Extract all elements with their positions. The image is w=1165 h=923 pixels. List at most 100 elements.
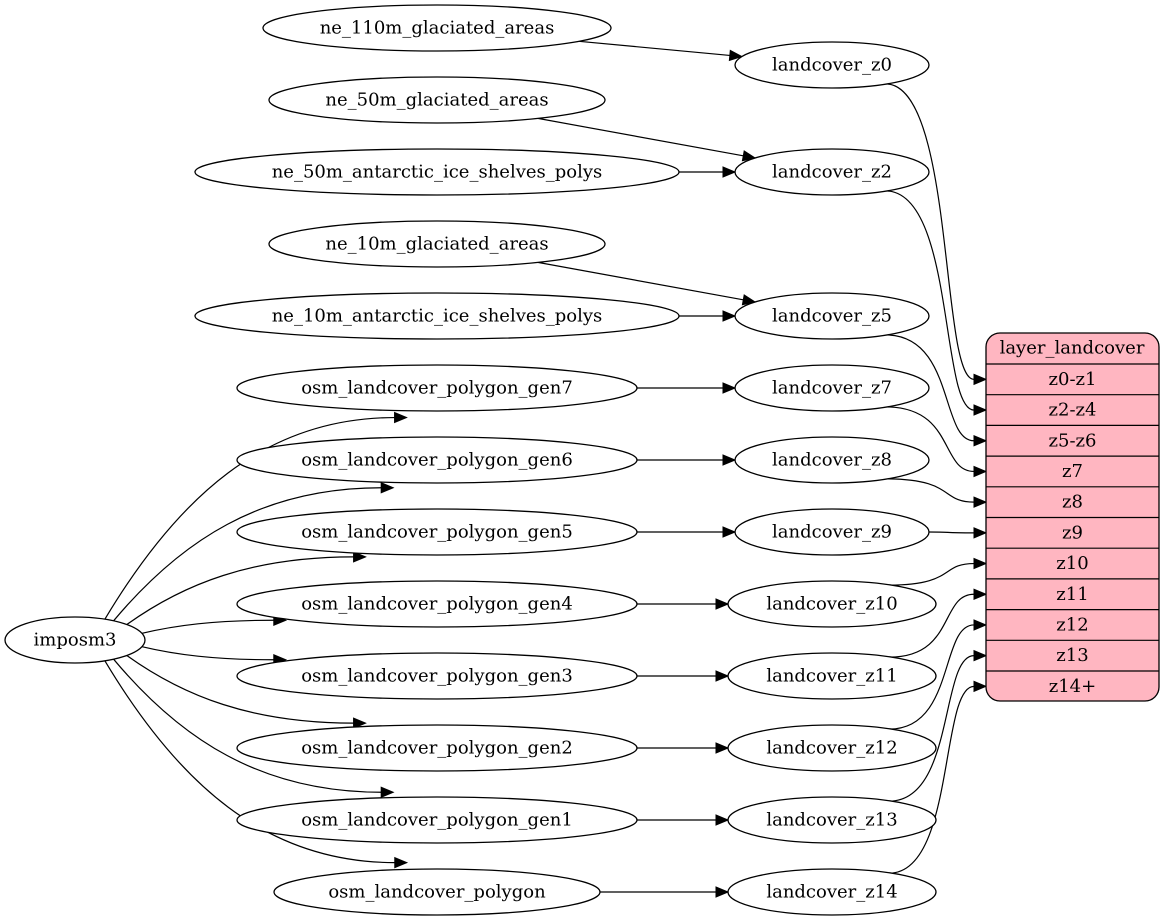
- node-landcover-z14: landcover_z14: [727, 868, 937, 916]
- node-ellipse: [727, 796, 937, 844]
- edge-ne-110m-glaciated-areas-to-landcover-z0: [578, 40, 744, 62]
- node-label: landcover_z13: [766, 810, 897, 831]
- node-osm-landcover-polygon-gen4: osm_landcover_polygon_gen4: [236, 580, 638, 628]
- edge-arrowhead: [973, 557, 988, 570]
- node-label: osm_landcover_polygon_gen5: [301, 522, 573, 543]
- edge-arrowhead: [722, 382, 737, 394]
- edge-imposm3-to-osm-landcover-polygon-gen3: [141, 646, 288, 666]
- node-label: osm_landcover_polygon_gen3: [301, 666, 573, 687]
- node-ellipse: [734, 41, 930, 89]
- node-label: osm_landcover_polygon_gen6: [301, 450, 573, 471]
- edge-osm-landcover-polygon-gen6-to-landcover-z8: [637, 454, 737, 466]
- node-ellipse: [236, 508, 638, 556]
- edge-arrowhead: [973, 465, 988, 478]
- node-label: ne_10m_glaciated_areas: [325, 234, 548, 255]
- edge-line: [141, 619, 274, 634]
- edge-osm-landcover-polygon-gen2-to-landcover-z12: [637, 742, 730, 754]
- node-label: osm_landcover_polygon_gen7: [301, 378, 573, 399]
- edge-line: [141, 646, 274, 661]
- edge-imposm3-to-osm-landcover-polygon-gen5: [126, 551, 367, 626]
- layer-row-z9: z9: [1062, 522, 1083, 543]
- edge-line: [885, 83, 975, 380]
- edge-landcover-z0-to-layer-landcover-z0-z1: [885, 83, 988, 386]
- node-label: osm_landcover_polygon_gen2: [301, 738, 573, 759]
- edge-landcover-z5-to-layer-landcover-z5-z6: [885, 334, 988, 447]
- node-label: osm_landcover_polygon_gen1: [301, 810, 573, 831]
- node-ellipse: [236, 436, 638, 484]
- edge-arrowhead: [973, 496, 988, 508]
- node-label: landcover_z7: [772, 378, 892, 399]
- node-ellipse: [734, 364, 930, 412]
- node-label: landcover_z2: [772, 162, 892, 183]
- node-landcover-z13: landcover_z13: [727, 796, 937, 844]
- layer-row-z11: z11: [1056, 584, 1088, 605]
- edge-line: [889, 593, 975, 658]
- edge-line: [885, 478, 975, 503]
- node-ellipse: [734, 292, 930, 340]
- node-ellipse: [734, 436, 930, 484]
- edge-landcover-z11-to-layer-landcover-z11: [889, 588, 988, 658]
- edge-arrowhead: [722, 166, 737, 178]
- node-label: ne_110m_glaciated_areas: [320, 18, 555, 39]
- edge-arrowhead: [380, 786, 395, 798]
- node-ellipse: [4, 616, 146, 664]
- node-osm-landcover-polygon-gen3: osm_landcover_polygon_gen3: [236, 652, 638, 700]
- node-ellipse: [194, 292, 680, 340]
- edge-arrowhead: [394, 856, 409, 869]
- node-landcover-z5: landcover_z5: [734, 292, 930, 340]
- edge-osm-landcover-polygon-to-landcover-z14: [600, 886, 730, 898]
- edge-line: [928, 531, 975, 534]
- edge-imposm3-to-osm-landcover-polygon-gen2: [126, 654, 367, 729]
- node-label: landcover_z5: [772, 306, 892, 327]
- node-ne-110m-glaciated-areas: ne_110m_glaciated_areas: [262, 4, 612, 52]
- node-landcover-z12: landcover_z12: [727, 724, 937, 772]
- node-ellipse: [268, 220, 606, 268]
- edge-arrowhead: [973, 588, 988, 600]
- edge-arrowhead: [380, 482, 395, 494]
- node-ellipse: [236, 796, 638, 844]
- edge-imposm3-to-osm-landcover-polygon: [104, 660, 409, 869]
- layer-landcover-title: layer_landcover: [1000, 338, 1145, 359]
- node-label: ne_50m_glaciated_areas: [325, 90, 548, 111]
- edge-imposm3-to-osm-landcover-polygon-gen1: [113, 658, 395, 798]
- edge-arrowhead: [722, 454, 737, 466]
- edge-line: [126, 654, 354, 724]
- node-osm-landcover-polygon-gen5: osm_landcover_polygon_gen5: [236, 508, 638, 556]
- node-ellipse: [194, 148, 680, 196]
- edge-line: [885, 190, 975, 411]
- node-ellipse: [236, 724, 638, 772]
- layer-row-z12: z12: [1056, 614, 1088, 635]
- layer-row-z7: z7: [1062, 461, 1083, 482]
- edge-line: [537, 117, 744, 157]
- edge-landcover-z14-to-layer-landcover-z14: [889, 680, 988, 874]
- node-osm-landcover-polygon-gen7: osm_landcover_polygon_gen7: [236, 364, 638, 412]
- edge-imposm3-to-osm-landcover-polygon-gen7: [104, 411, 408, 620]
- node-ne-50m-antarctic-ice-shelves-polys: ne_50m_antarctic_ice_shelves_polys: [194, 148, 680, 196]
- layer-row-z5-z6: z5-z6: [1049, 430, 1097, 451]
- edge-arrowhead: [715, 886, 730, 898]
- edge-line: [104, 660, 395, 864]
- node-label: landcover_z9: [772, 522, 892, 543]
- edge-arrowhead: [722, 526, 737, 538]
- edge-arrowhead: [715, 670, 730, 682]
- node-ellipse: [236, 580, 638, 628]
- edges: [104, 40, 988, 898]
- edge-landcover-z10-to-layer-landcover-z10: [889, 557, 988, 586]
- edge-line: [889, 655, 975, 802]
- edge-imposm3-to-osm-landcover-polygon-gen4: [141, 614, 288, 634]
- layer-landcover-table: layer_landcover z0-z1z2-z4z5-z6z7z8z9z10…: [985, 332, 1160, 702]
- node-ellipse: [262, 4, 612, 52]
- node-ne-10m-antarctic-ice-shelves-polys: ne_10m_antarctic_ice_shelves_polys: [194, 292, 680, 340]
- edge-arrowhead: [973, 435, 988, 447]
- node-ne-50m-glaciated-areas: ne_50m_glaciated_areas: [268, 76, 606, 124]
- node-label: landcover_z11: [766, 666, 897, 687]
- edge-arrowhead: [722, 310, 737, 322]
- node-label: ne_50m_antarctic_ice_shelves_polys: [272, 162, 603, 183]
- edge-arrowhead: [973, 373, 988, 386]
- edge-line: [885, 406, 975, 473]
- layer-row-z8: z8: [1062, 492, 1083, 513]
- layer-row-z0-z1: z0-z1: [1049, 369, 1097, 390]
- edge-osm-landcover-polygon-gen7-to-landcover-z7: [637, 382, 737, 394]
- edge-line: [885, 334, 975, 442]
- edge-arrowhead: [353, 717, 367, 729]
